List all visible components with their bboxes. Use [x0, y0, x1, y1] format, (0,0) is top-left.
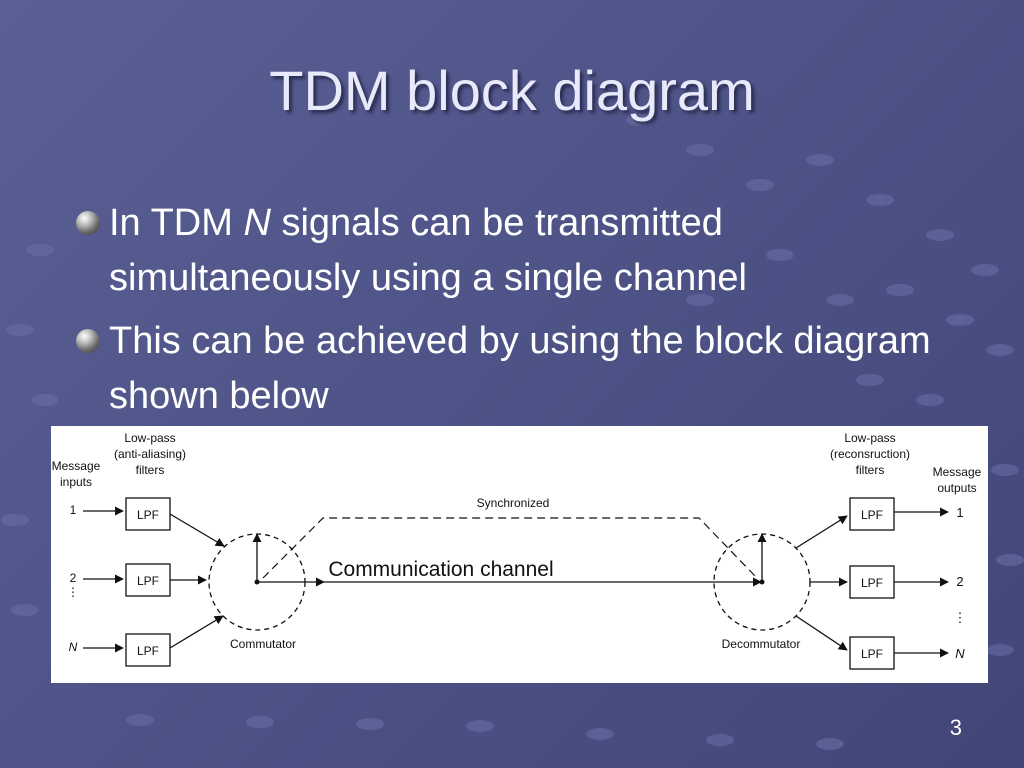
bullet-sphere-icon — [76, 329, 100, 353]
tx-lpf-box-n — [125, 633, 171, 667]
input-index-1: 1 — [70, 503, 77, 517]
tx-lpf-label-n: LPF — [137, 644, 159, 658]
rx-lpf-label-n: LPF — [861, 647, 883, 661]
message-outputs-label-line1: Message — [933, 465, 982, 479]
bullet-text: This can be achieved by using the block … — [109, 320, 931, 417]
tx-to-commutator-arrow-1 — [169, 513, 225, 547]
rx-lpf-label-1: LPF — [861, 508, 883, 522]
message-inputs-label-line2: inputs — [60, 475, 92, 489]
bullet-item: In TDM N signals can be transmitted simu… — [76, 196, 976, 306]
rx-lpf-box-1 — [849, 497, 895, 531]
tdm-diagram-svg: Low-pass (anti-aliasing) filters Message… — [52, 431, 982, 670]
output-index-n: N — [955, 646, 965, 661]
tx-lpf-label-2: LPF — [137, 574, 159, 588]
message-inputs-label-line1: Message — [52, 459, 101, 473]
input-index-n: N — [69, 640, 78, 654]
tx-filters-label-line1: Low-pass — [124, 431, 175, 445]
synchronization-link — [262, 517, 758, 579]
tx-lpf-box-2 — [125, 563, 171, 597]
message-outputs-label-line2: outputs — [937, 481, 976, 495]
slide-title: TDM block diagram — [269, 59, 755, 122]
decommutator-to-rx-arrow-n — [795, 615, 848, 651]
bullet-text-post: signals can be transmitted simultaneousl… — [109, 202, 747, 299]
rx-lpf-box-2 — [849, 565, 895, 599]
decommutator-label: Decommutator — [722, 637, 801, 651]
tx-filters-label-line3: filters — [136, 463, 165, 477]
output-index-1: 1 — [956, 505, 963, 520]
commutator-label: Commutator — [230, 637, 296, 651]
rx-lpf-label-2: LPF — [861, 576, 883, 590]
output-index-2: 2 — [956, 574, 963, 589]
bullet-text-variable: N — [243, 202, 271, 244]
bullet-sphere-icon — [76, 211, 100, 235]
bullet-list: In TDM N signals can be transmitted simu… — [76, 196, 976, 432]
input-ellipsis: ⋮ — [67, 585, 79, 599]
input-index-2: 2 — [70, 571, 77, 585]
communication-channel-label: Communication channel — [328, 558, 553, 581]
rx-lpf-box-n — [849, 636, 895, 670]
tdm-block-diagram: Low-pass (anti-aliasing) filters Message… — [51, 426, 988, 683]
output-ellipsis: ⋮ — [954, 610, 967, 625]
bullet-item: This can be achieved by using the block … — [76, 314, 976, 424]
tx-filters-label-line2: (anti-aliasing) — [114, 447, 186, 461]
tx-lpf-box-1 — [125, 497, 171, 531]
rx-filters-label-line3: filters — [856, 463, 885, 477]
page-number: 3 — [949, 715, 962, 740]
synchronized-label: Synchronized — [477, 496, 550, 510]
tx-to-commutator-arrow-n — [169, 615, 224, 649]
rx-filters-label-line2: (reconsruction) — [830, 447, 910, 461]
tx-lpf-label-1: LPF — [137, 508, 159, 522]
decommutator-to-rx-arrow-1 — [795, 515, 848, 549]
bullet-text-pre: In TDM — [109, 202, 244, 244]
rx-filters-label-line1: Low-pass — [844, 431, 895, 445]
